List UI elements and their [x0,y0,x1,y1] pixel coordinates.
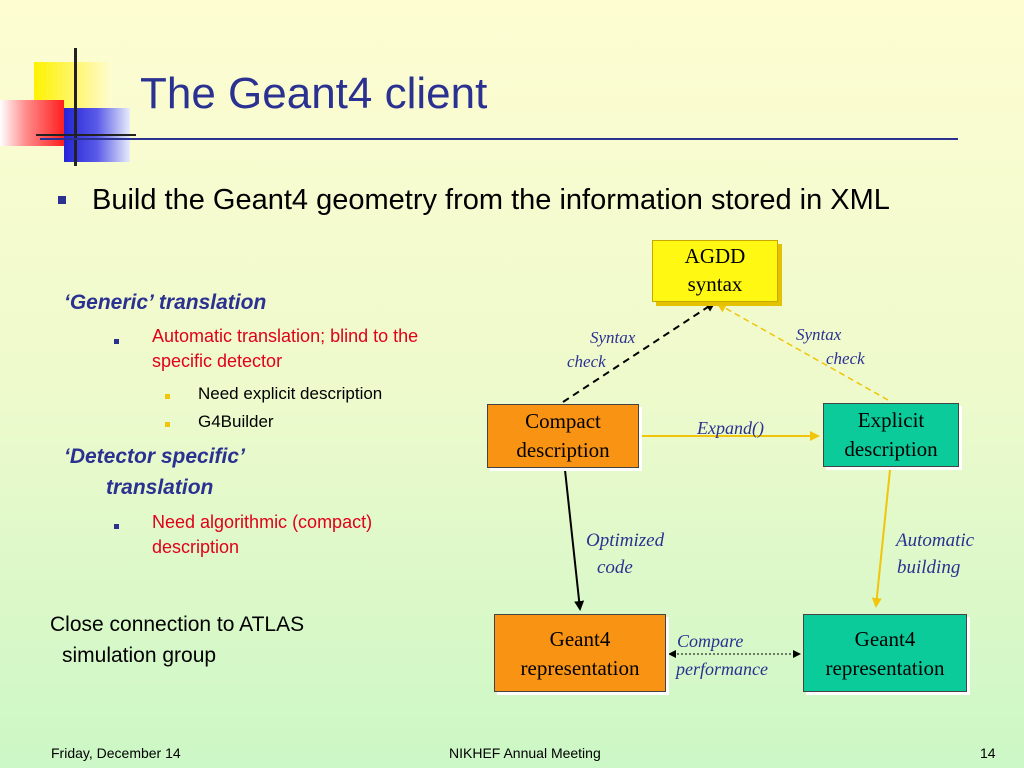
arrow-compact-to-agdd [562,301,716,403]
agdd-line1: AGDD [684,244,746,268]
optimized-line2: code [597,557,633,578]
arrow-explicit-to-agdd [716,303,889,401]
slide-title: The Geant4 client [140,69,488,118]
geant4-representation-left-box: Geant4 representation [494,614,666,692]
automatic-line1: Automatic [896,530,975,551]
bullet-icon [58,196,66,204]
bullet-icon [114,339,119,344]
specific-heading-line1: ‘Detector specific’ [64,445,245,468]
compare-line1: Compare [677,631,744,651]
close-connection-note: Close connection to ATLAS simulation gro… [50,609,304,671]
syntax-right-line2: check [826,349,865,368]
main-bullet-text: Build the Geant4 geometry from the infor… [92,184,890,216]
geant-right-line2: representation [825,656,945,680]
compact-description-box: Compact description [487,404,639,468]
generic-subpoint-1: Need explicit description [198,384,383,403]
explicit-line2: description [844,437,938,461]
generic-heading: ‘Generic’ translation [64,291,267,314]
footer-date: Friday, December 14 [51,745,181,761]
automatic-line2: building [897,557,961,578]
syntax-right-line1: Syntax [796,325,842,344]
optimized-line1: Optimized [586,530,665,551]
generic-subpoint-2: G4Builder [198,412,274,431]
explicit-line1: Explicit [857,408,925,432]
agdd-syntax-box: AGDD syntax [652,240,778,302]
geant-left-line1: Geant4 [549,627,611,651]
geant4-representation-right-box: Geant4 representation [803,614,967,692]
compact-line2: description [516,438,610,462]
title-divider [40,138,958,140]
syntax-left-line2: check [567,352,606,371]
explicit-description-box: Explicit description [823,403,959,467]
geant-right-line1: Geant4 [854,627,916,651]
arrow-automatic-building [871,469,891,608]
syntax-left-line1: Syntax [590,328,636,347]
specific-heading-line2: translation [106,476,214,499]
close-connection-line2: simulation group [62,644,217,667]
specific-point: Need algorithmic (compact) description [152,512,373,557]
page-number: 14 [980,745,996,761]
close-connection-line1: Close connection to ATLAS [50,613,305,636]
generic-point: Automatic translation; blind to the spec… [152,326,419,371]
compare-line2: performance [676,659,768,679]
geant-left-line2: representation [520,656,640,680]
bullet-icon [165,422,170,427]
bullet-icon [165,394,170,399]
bullet-icon [114,524,119,529]
expand-label: Expand() [697,418,764,438]
agdd-line2: syntax [687,272,743,296]
compact-line1: Compact [525,409,601,433]
footer-event: NIKHEF Annual Meeting [449,745,601,761]
arrow-optimized-code [564,469,585,611]
